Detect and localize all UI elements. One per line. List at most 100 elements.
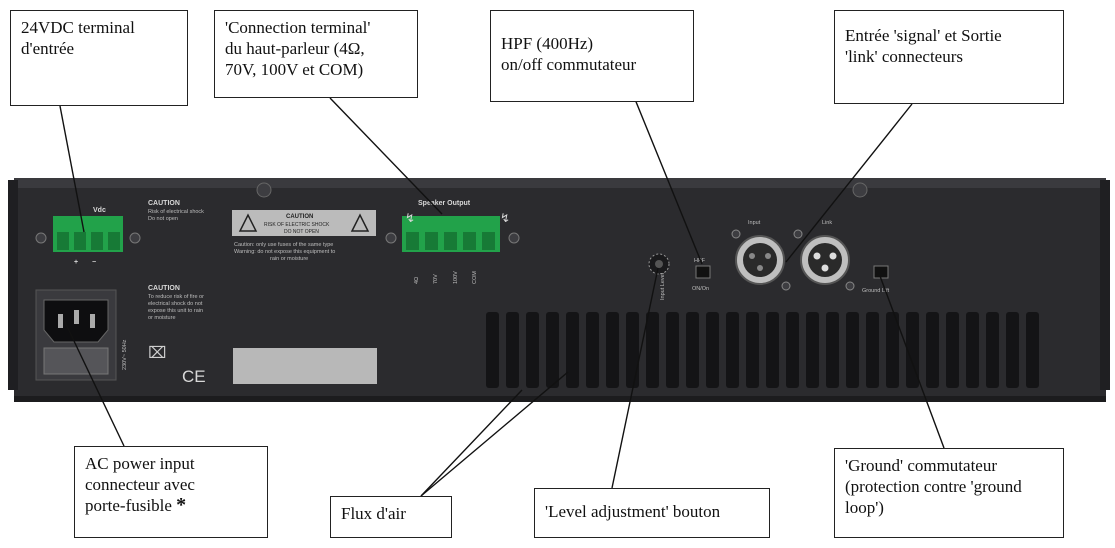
air-vents <box>486 312 1039 388</box>
input-label: Input <box>748 220 761 226</box>
caution-sticker-line: DO NOT OPEN <box>284 229 319 235</box>
callout-line: on/off commutateur <box>501 55 637 74</box>
xlr-pin <box>757 265 763 271</box>
callout-line: 'Level adjustment' bouton <box>545 502 721 521</box>
leader-line-signal <box>785 103 913 263</box>
link-label: Link <box>822 220 832 226</box>
xlr-link-face <box>808 243 842 277</box>
speaker-terminal-slot <box>406 232 419 250</box>
callout-line: d'entrée <box>21 39 75 58</box>
dc-terminal-slot <box>108 232 120 250</box>
callout-line: HPF (400Hz) <box>501 34 594 53</box>
callout-level: 'Level adjustment' bouton <box>534 488 770 538</box>
callout-line: 'Ground' commutateur <box>845 456 998 475</box>
chassis-top-edge <box>14 178 1106 188</box>
callout-line: porte-fusible * <box>85 495 257 516</box>
callout-line: 24VDC terminal <box>21 18 135 37</box>
hpf-label: HPF <box>694 258 706 264</box>
vdc-minus-label: − <box>92 259 96 266</box>
ground-lift-switch[interactable] <box>873 265 889 279</box>
fuse-holder[interactable] <box>43 347 109 375</box>
screw-icon <box>845 281 855 291</box>
caution2-text: To reduce risk of fire or <box>148 294 204 300</box>
caution-title: CAUTION <box>148 200 180 207</box>
callout-line: 'Connection terminal' <box>225 18 371 37</box>
asterisk-mark: * <box>176 494 187 516</box>
xlr-pin <box>829 252 837 260</box>
caution-sticker-line: RISK OF ELECTRIC SHOCK <box>264 222 330 228</box>
leader-lines <box>59 81 945 497</box>
callout-signal-link: Entrée 'signal' et Sortie 'link' connect… <box>834 10 1064 104</box>
leader-line-ground <box>879 275 945 449</box>
callout-hpf: HPF (400Hz) on/off commutateur <box>490 10 694 102</box>
iec-pin <box>90 314 95 328</box>
leader-line-ac <box>63 319 125 447</box>
screw-icon <box>508 232 520 244</box>
callout-line: Entrée 'signal' et Sortie <box>845 26 1002 45</box>
hpf-state-label: ON/On <box>692 286 709 292</box>
xlr-pin <box>821 264 829 272</box>
speaker-terminal-slot <box>482 232 495 250</box>
screw-icon <box>129 232 141 244</box>
speaker-terminal-slot <box>425 232 438 250</box>
speaker-term-label: 70V <box>433 274 439 284</box>
leader-line-airflow-1 <box>420 371 569 497</box>
caution-text: Do not open <box>148 216 178 222</box>
callout-line: loop') <box>845 498 884 517</box>
speaker-term-label: 100V <box>453 271 459 284</box>
hpf-switch[interactable] <box>695 265 711 279</box>
callout-line: 'link' connecteurs <box>845 47 964 66</box>
dc-terminal-slot <box>57 232 69 250</box>
callout-speaker-terminal: 'Connection terminal' du haut-parleur (4… <box>214 10 418 98</box>
caution-sticker-title: CAUTION <box>286 214 313 220</box>
callout-dc-input: 24VDC terminal d'entrée <box>10 10 188 106</box>
ac-rating-label: 230V~ 50Hz <box>122 339 128 370</box>
rack-ear-left <box>8 180 18 390</box>
leader-line-hpf <box>627 81 703 265</box>
callout-line: (protection contre 'ground <box>845 477 1022 496</box>
ground-lift-label: Ground Lift <box>862 288 890 294</box>
xlr-pin <box>813 252 821 260</box>
xlr-pin <box>765 253 771 259</box>
callout-line: du haut-parleur (4Ω, <box>225 39 365 58</box>
caution2-text: or moisture <box>148 315 176 321</box>
screw-icon <box>256 182 272 198</box>
lightning-icon: ↯ <box>500 211 510 225</box>
speaker-term-label: COM <box>472 271 478 284</box>
leader-line-airflow-2 <box>420 389 523 497</box>
fuse-caution-text: Warning: do not expose this equipment to <box>234 249 335 255</box>
leader-line-dc <box>59 105 85 233</box>
speaker-terminal-slot <box>463 232 476 250</box>
level-label: Input Level <box>660 273 666 300</box>
speaker-terminal-slot <box>444 232 457 250</box>
xlr-pin <box>749 253 755 259</box>
fuse-caution-text: Caution: only use fuses of the same type <box>234 242 333 248</box>
level-knob-center <box>655 260 663 268</box>
screw-icon <box>385 232 397 244</box>
rack-ear-right <box>1100 180 1110 390</box>
callout-line: connecteur avec <box>85 475 195 494</box>
callout-line: 70V, 100V et COM) <box>225 60 364 79</box>
callout-ac-power: AC power input connecteur avec porte-fus… <box>74 446 268 538</box>
dc-terminal-slot <box>74 232 86 250</box>
warning-triangle-icon <box>350 213 370 232</box>
lightning-icon: ↯ <box>405 211 415 225</box>
caution2-text: electrical shock do not <box>148 301 203 307</box>
weee-bin-icon: ⌧ <box>148 343 166 362</box>
leader-line-speaker <box>329 97 443 215</box>
dc-terminal-slot <box>91 232 103 250</box>
vdc-plus-label: + <box>74 259 78 266</box>
ce-mark: CE <box>182 367 206 386</box>
screw-icon <box>793 229 803 239</box>
screw-icon <box>731 229 741 239</box>
callout-ground: 'Ground' commutateur (protection contre … <box>834 448 1064 538</box>
callout-line: AC power input <box>85 454 195 473</box>
screw-icon <box>35 232 47 244</box>
chassis-bottom-edge <box>14 396 1106 402</box>
caution2-title: CAUTION <box>148 285 180 292</box>
fuse-caution-text: rain or moisture <box>270 256 308 262</box>
leader-line-level <box>611 267 659 489</box>
serial-plate <box>233 348 377 384</box>
xlr-input-face <box>743 243 777 277</box>
screw-icon <box>781 281 791 291</box>
